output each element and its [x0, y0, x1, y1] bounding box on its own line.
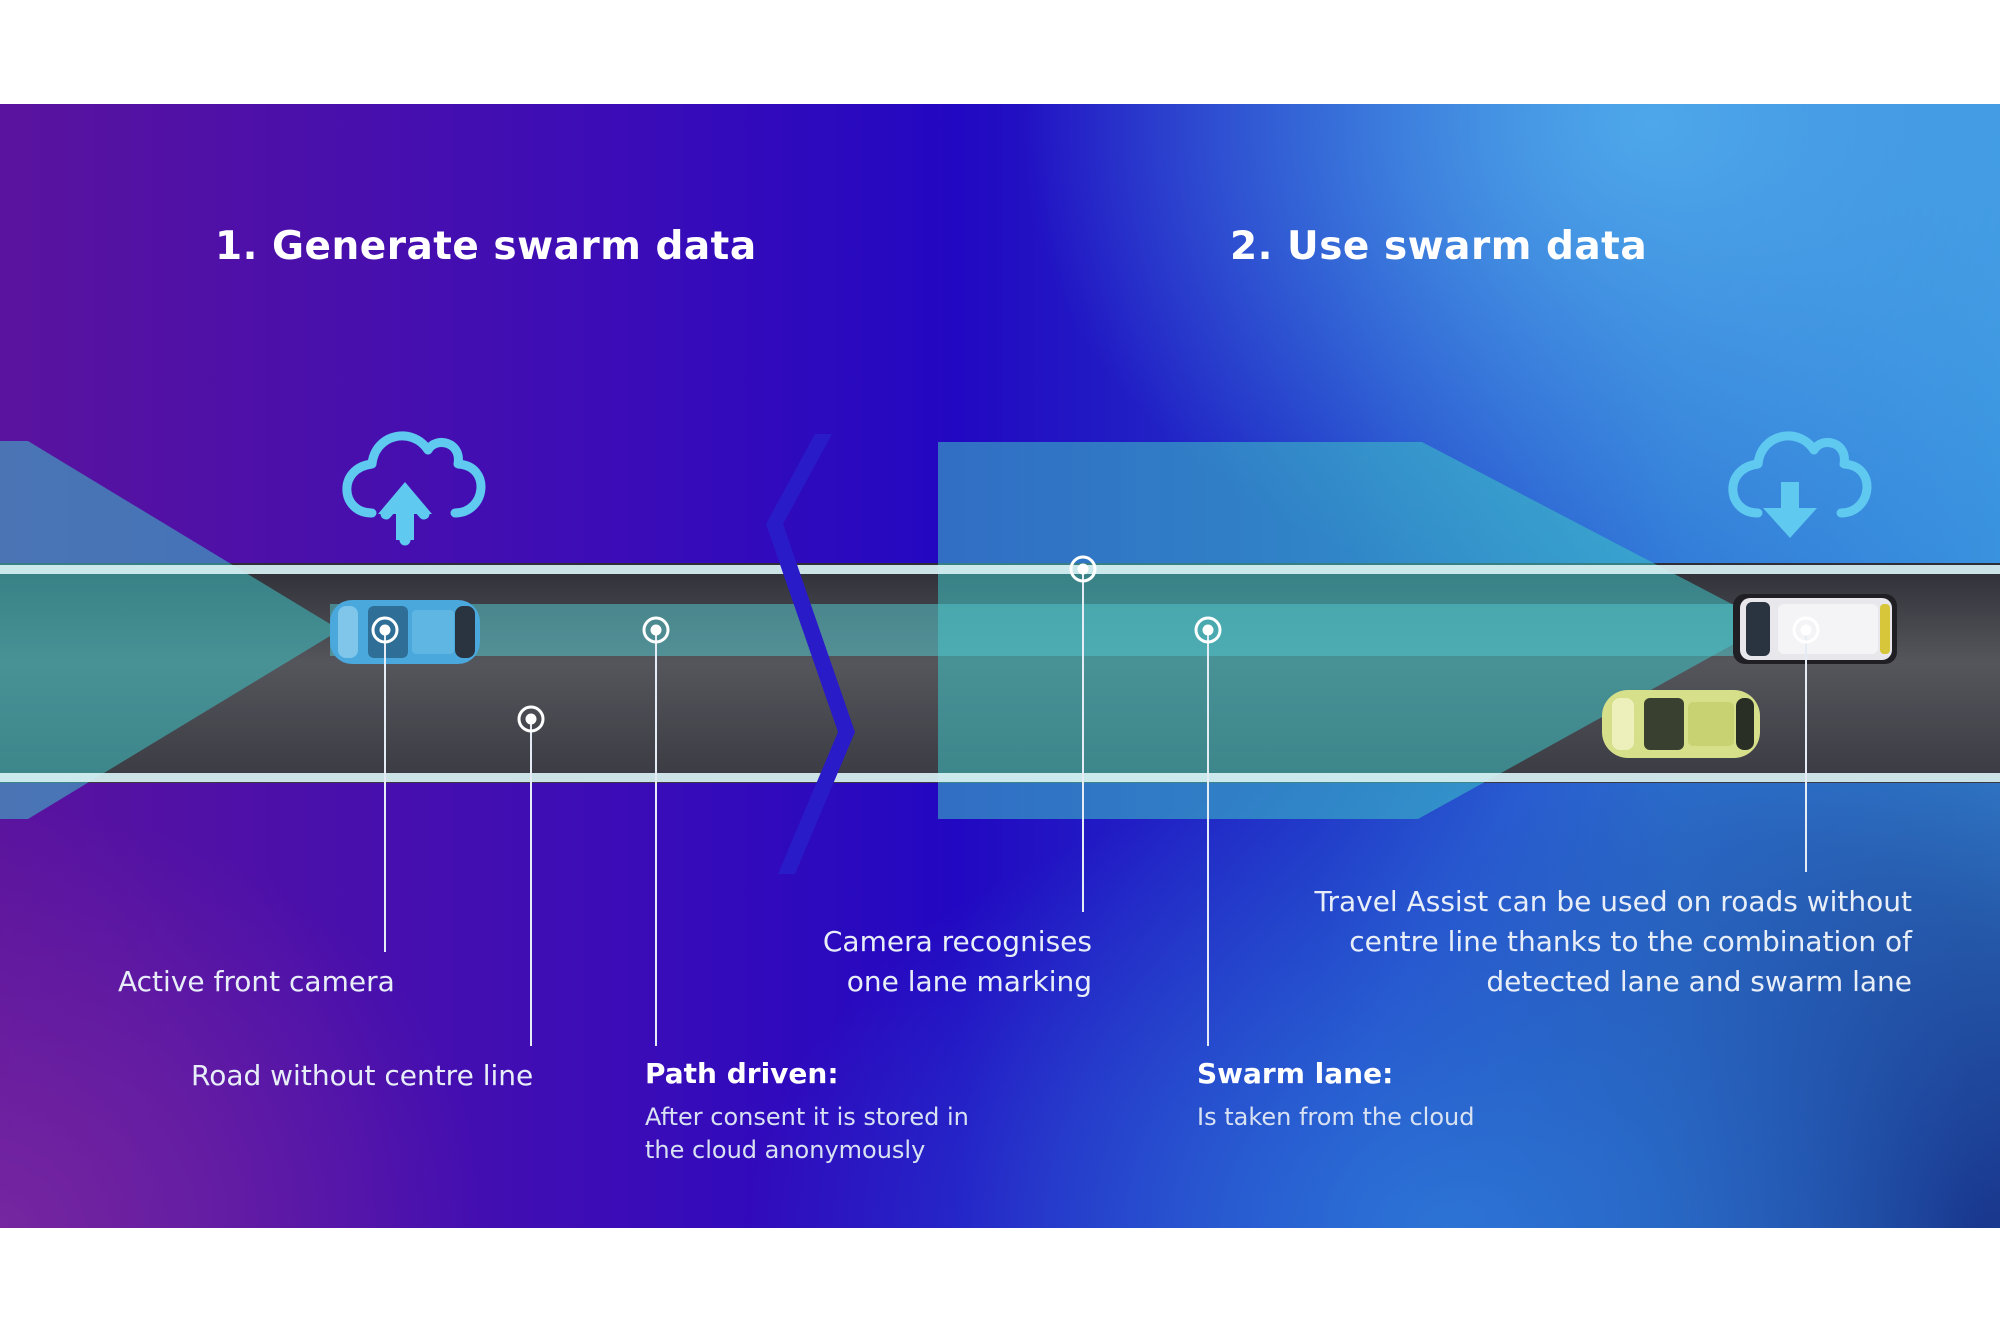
marker-camera-recognises — [1069, 555, 1097, 583]
car-yellow — [1602, 690, 1760, 758]
label-swarm-lane-description: Is taken from the cloud — [1197, 1103, 1475, 1131]
infographic-panel: 1. Generate swarm data 2. Use swarm data… — [0, 104, 2000, 1228]
label-camera-recognises: Camera recognises one lane marking — [823, 922, 1092, 1002]
path-driven-band — [330, 604, 1750, 656]
marker-path-driven — [642, 616, 670, 644]
label-travel-assist: Travel Assist can be used on roads witho… — [1314, 882, 1912, 1002]
car-blue — [330, 600, 480, 664]
label-path-driven-line2: the cloud anonymously — [645, 1136, 926, 1164]
label-travel-assist-line1: Travel Assist can be used on roads witho… — [1314, 885, 1912, 918]
label-path-driven-title: Path driven: — [645, 1057, 839, 1090]
heading-use-swarm-data: 2. Use swarm data — [1230, 224, 1648, 269]
label-camera-recognises-line2: one lane marking — [846, 965, 1092, 998]
car-white — [1733, 594, 1897, 664]
label-active-front-camera: Active front camera — [118, 965, 395, 998]
label-path-driven-description: After consent it is stored in the cloud … — [645, 1101, 969, 1167]
label-camera-recognises-line1: Camera recognises — [822, 925, 1092, 958]
label-swarm-lane-title: Swarm lane: — [1197, 1057, 1394, 1090]
camera-view-cone-left — [0, 441, 340, 819]
break-divider — [766, 434, 855, 874]
marker-active-front-camera — [371, 616, 399, 644]
label-travel-assist-line3: detected lane and swarm lane — [1486, 965, 1912, 998]
road-edge-line-top — [0, 565, 2000, 574]
label-road-without-centre-line: Road without centre line — [191, 1059, 534, 1092]
road-edge-line-bottom — [0, 773, 2000, 782]
label-travel-assist-line2: centre line thanks to the combination of — [1349, 925, 1912, 958]
marker-road-without-centre-line — [517, 705, 545, 733]
marker-travel-assist — [1792, 616, 1820, 644]
label-path-driven-line1: After consent it is stored in — [645, 1103, 969, 1131]
cloud-download-icon — [1728, 431, 1872, 518]
road-scene — [0, 431, 2000, 1046]
heading-generate-swarm-data: 1. Generate swarm data — [215, 224, 757, 269]
marker-swarm-lane — [1194, 616, 1222, 644]
